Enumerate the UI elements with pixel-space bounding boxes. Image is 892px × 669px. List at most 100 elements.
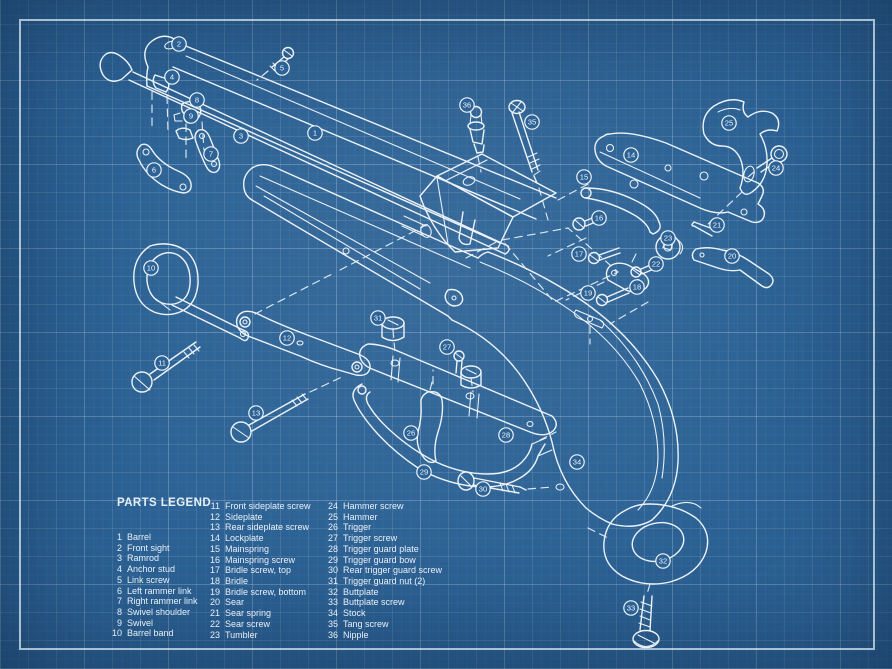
svg-text:5: 5: [280, 64, 284, 73]
legend-item-name: Right rammer link: [127, 596, 198, 607]
part-callout-5: 5: [274, 60, 290, 76]
svg-text:19: 19: [584, 289, 592, 298]
svg-text:15: 15: [580, 173, 588, 182]
legend-item-number: 27: [327, 533, 338, 544]
part-callout-21: 21: [709, 217, 725, 233]
part-callout-13: 13: [248, 405, 264, 421]
legend-item-number: 12: [209, 511, 220, 522]
svg-text:14: 14: [627, 151, 635, 160]
legend-item-name: Barrel band: [127, 628, 174, 639]
part-callout-6: 6: [146, 162, 162, 178]
part-callout-24: 24: [768, 160, 784, 176]
part-callout-2: 2: [171, 36, 187, 52]
svg-text:35: 35: [528, 118, 536, 127]
legend-item-name: Rear trigger guard screw: [343, 565, 443, 576]
svg-text:28: 28: [502, 431, 510, 440]
part-trigger-guard: [352, 316, 557, 494]
legend-item-19: 19 Bridle screw, bottom: [204, 587, 311, 598]
svg-text:18: 18: [633, 283, 641, 292]
svg-text:22: 22: [652, 260, 660, 269]
legend-item-number: 11: [210, 501, 220, 511]
legend-item-number: 35: [327, 618, 338, 629]
legend-item-name: Mainspring: [225, 543, 270, 554]
svg-text:29: 29: [420, 468, 428, 477]
part-callout-7: 7: [203, 146, 219, 162]
legend-item-name: Bridle screw, bottom: [225, 586, 307, 597]
legend-item-name: Trigger guard bow: [343, 554, 416, 565]
part-callout-33: 33: [623, 600, 639, 616]
svg-text:17: 17: [575, 250, 583, 259]
svg-text:33: 33: [627, 604, 635, 613]
legend-item-number: 23: [209, 629, 220, 640]
legend-item-number: 24: [327, 501, 338, 511]
legend-item-number: 34: [327, 608, 338, 619]
legend-item-name: Bridle: [225, 576, 249, 587]
svg-text:16: 16: [595, 214, 603, 223]
part-callout-18: 18: [629, 279, 645, 295]
legend-item-number: 5: [116, 574, 122, 585]
part-hammer: [702, 99, 788, 195]
svg-text:21: 21: [713, 221, 721, 230]
part-callout-29: 29: [416, 464, 432, 480]
part-callout-1: 1: [307, 125, 323, 141]
legend-item-number: 25: [327, 511, 338, 522]
svg-text:1: 1: [313, 129, 317, 138]
legend-item-number: 17: [209, 565, 220, 576]
part-callout-10: 10: [143, 260, 159, 276]
legend-item-number: 9: [116, 617, 122, 628]
part-callout-34: 34: [569, 454, 585, 470]
legend-title: PARTS LEGEND: [117, 497, 212, 509]
legend-item-name: Ramrod: [127, 553, 160, 564]
part-callout-27: 27: [439, 339, 455, 355]
part-callout-16: 16: [591, 210, 607, 226]
legend-item-number: 19: [209, 586, 220, 597]
part-callout-23: 23: [660, 230, 676, 246]
part-callout-9: 9: [183, 108, 199, 124]
svg-text:9: 9: [189, 112, 193, 121]
part-callout-17: 17: [571, 246, 587, 262]
legend-item-number: 3: [116, 553, 122, 564]
legend-item-name: Barrel: [127, 532, 152, 542]
legend-item-name: Sear: [225, 597, 245, 608]
legend-item-name: Lockplate: [225, 533, 264, 544]
legend-item-number: 6: [116, 585, 122, 596]
legend-item-name: Anchor stud: [127, 564, 176, 575]
svg-text:8: 8: [195, 96, 199, 105]
part-callout-32: 32: [655, 553, 671, 569]
svg-text:32: 32: [659, 557, 667, 566]
part-callout-15: 15: [576, 169, 592, 185]
svg-text:27: 27: [443, 343, 451, 352]
part-callout-30: 30: [475, 481, 491, 497]
svg-text:13: 13: [252, 409, 260, 418]
legend-item-name: Sear spring: [225, 608, 272, 619]
svg-text:12: 12: [283, 334, 291, 343]
svg-text:34: 34: [573, 458, 581, 467]
legend-item-number: 13: [209, 522, 220, 533]
part-callout-26: 26: [403, 425, 419, 441]
svg-text:3: 3: [239, 132, 243, 141]
